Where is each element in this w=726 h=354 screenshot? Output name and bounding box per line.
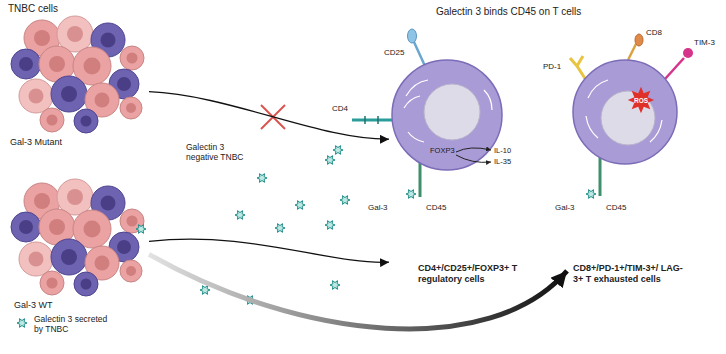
cytokine-label: IL-10 [494, 146, 511, 155]
node-box: ROS CD8+/PD-1+/TIM-3+/ LAG-3+ T exhausted… [570, 58, 710, 300]
cytokine-label: IL-35 [494, 157, 511, 166]
protein-label: CD45 [426, 203, 446, 213]
protein-label: CD45 [606, 203, 626, 213]
wt-cluster [11, 179, 144, 296]
arrow-connector [149, 254, 567, 328]
protein-label: TIM-3 [694, 38, 715, 48]
treg-cell [352, 29, 502, 198]
edge-label: Galectin 3 negative TNBC [186, 142, 258, 162]
protein-label: Gal-3 [555, 203, 575, 213]
node-box: FOXP3CD4+/CD25+/FOXP3+ T regulatory cell… [392, 58, 532, 290]
ros-label: ROS [634, 97, 648, 105]
secreted-galectin [200, 146, 350, 305]
protein-label: CD4 [332, 104, 348, 114]
cell-type-label: CD4+/CD25+/FOXP3+ T regulatory cells [418, 263, 530, 285]
protein-label: CD8 [646, 28, 662, 38]
node-box: Gal-3 WT [6, 183, 148, 313]
arrow-connector [149, 239, 389, 262]
texh-cell [570, 34, 693, 198]
cell-type-label: CD8+/PD-1+/TIM-3+/ LAG-3+ T exhausted ce… [573, 263, 685, 285]
cell-group-label: Gal-3 WT [14, 300, 53, 311]
gene-label: FOXP3 [430, 146, 455, 155]
legend-note: Galectin 3 secreted by TNBC [34, 314, 114, 334]
galectin-legend-icon [17, 319, 27, 328]
figure-label: TNBC cells [8, 3, 58, 15]
protein-label: CD25 [384, 48, 404, 58]
node-box: Gal-3 Mutant [6, 18, 148, 152]
diagram-title: Galectin 3 binds CD45 on T cells [436, 6, 581, 18]
galectin-dot [136, 225, 146, 234]
arrow-connector [149, 92, 389, 140]
mutant-cluster [11, 16, 144, 133]
protein-label: Gal-3 [368, 203, 388, 213]
protein-label: PD-1 [543, 62, 561, 72]
cell-group-label: Gal-3 Mutant [10, 137, 62, 148]
